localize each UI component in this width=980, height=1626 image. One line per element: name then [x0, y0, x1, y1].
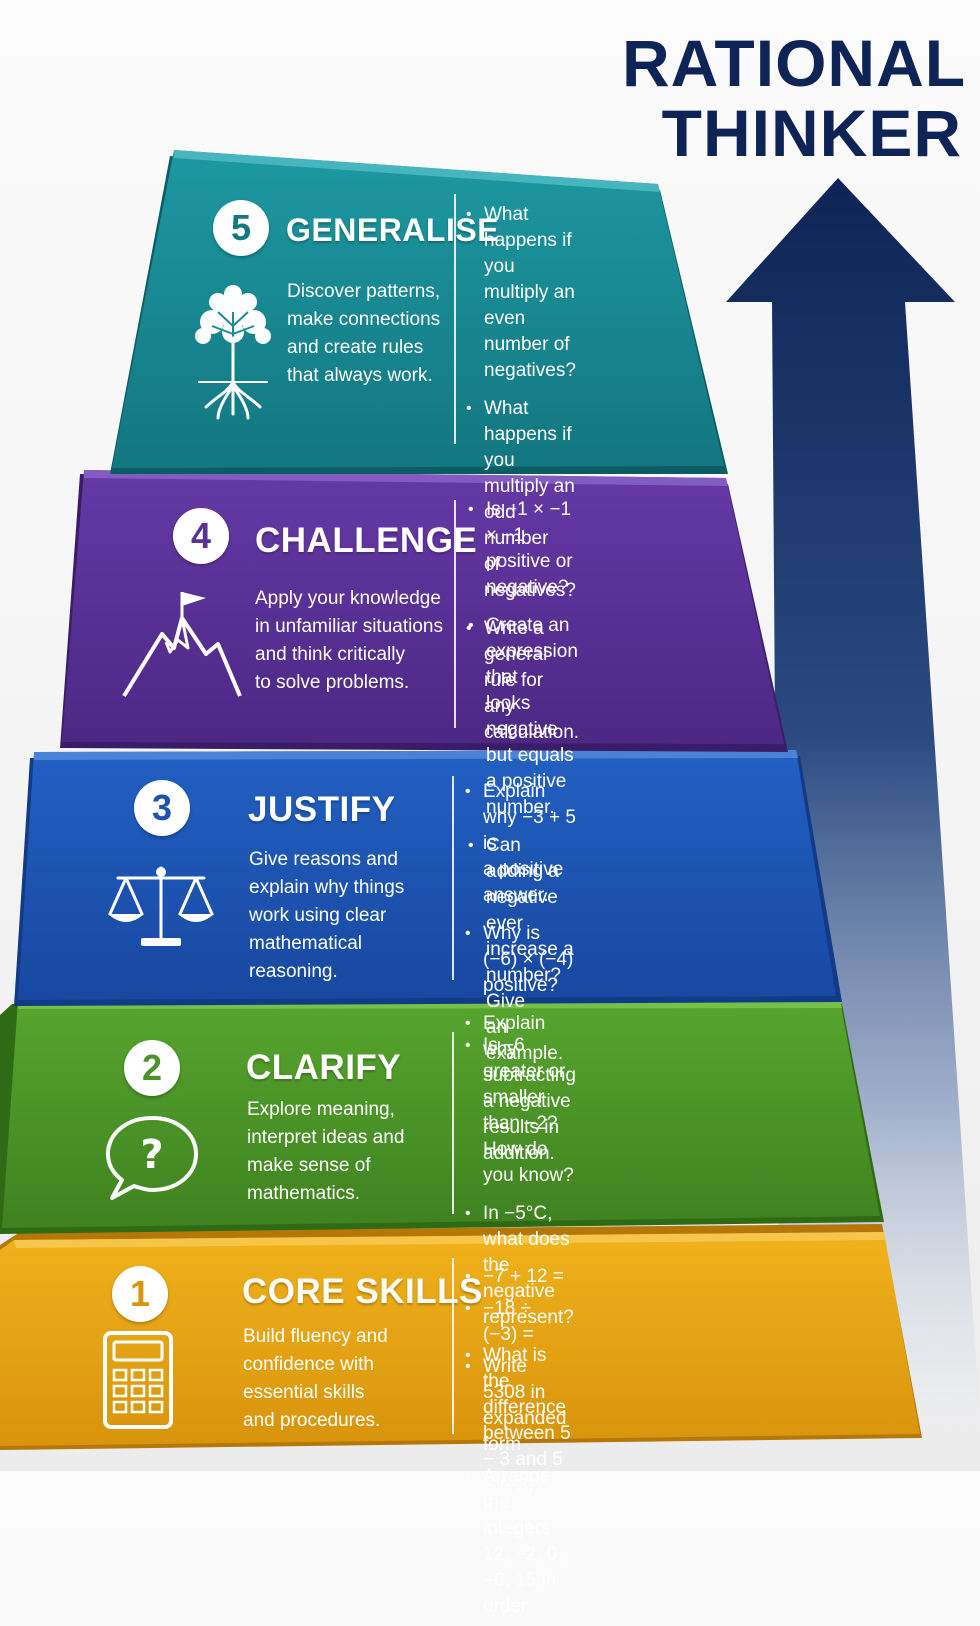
- question-item: −7 + 12 =: [465, 1264, 566, 1290]
- tier-number-4: 4: [173, 508, 229, 564]
- question-item: What happens if you multiply an even num…: [466, 202, 579, 384]
- tier-title-core-skills: CORE SKILLS: [242, 1272, 483, 1311]
- tier-title-generalise: GENERALISE: [286, 212, 500, 248]
- desc-line: and procedures.: [243, 1410, 381, 1431]
- tier-description-core-skills: Build fluency and confidence with essent…: [243, 1323, 388, 1435]
- tier-4-block: [60, 470, 788, 752]
- page-title: RATIONAL THINKER: [622, 26, 967, 170]
- desc-line: Apply your knowledge: [255, 588, 441, 609]
- tier-title-clarify: CLARIFY: [246, 1048, 402, 1087]
- balance-scale-icon: [108, 866, 214, 946]
- tier-divider: [452, 776, 454, 980]
- desc-line: that always work.: [287, 365, 433, 386]
- tier-description-clarify: Explore meaning, interpret ideas and mak…: [247, 1096, 404, 1208]
- desc-line: mathematics.: [247, 1183, 360, 1204]
- title-line-1: RATIONAL: [622, 26, 967, 100]
- question-item: Write 5308 in expanded form: [465, 1354, 566, 1458]
- tier-title-justify: JUSTIFY: [248, 790, 396, 829]
- desc-line: Give reasons and: [249, 849, 398, 870]
- question-item: −18 ÷ (−3) =: [465, 1296, 566, 1348]
- question-item: Is −6 greater or smaller than −2? How do…: [465, 1033, 574, 1189]
- question-item: Arrange the integers 12, −2, 0, −6, 15 i…: [465, 1464, 566, 1620]
- desc-line: Build fluency and: [243, 1326, 388, 1347]
- mountain-flag-icon: [122, 592, 242, 698]
- question-speech-bubble-icon: ?: [106, 1116, 198, 1200]
- question-list-core-skills: −7 + 12 = −18 ÷ (−3) = Write 5308 in exp…: [465, 1264, 566, 1626]
- tier-number-2: 2: [124, 1040, 180, 1096]
- desc-line: explain why things: [249, 877, 405, 898]
- desc-line: make connections: [287, 309, 441, 330]
- desc-line: and think critically: [255, 644, 405, 665]
- tier-number-1: 1: [112, 1266, 168, 1322]
- tier-title-challenge: CHALLENGE: [255, 521, 478, 560]
- tier-number-3: 3: [134, 780, 190, 836]
- tier-description-justify: Give reasons and explain why things work…: [249, 846, 404, 986]
- desc-line: work using clear: [249, 905, 387, 926]
- tier-3-block: [14, 750, 842, 1006]
- desc-line: Explore meaning,: [247, 1099, 395, 1120]
- desc-line: in unfamiliar situations: [255, 616, 443, 637]
- question-item: Why is (−6) × (−4) positive?: [465, 921, 576, 999]
- desc-line: Discover patterns,: [287, 281, 441, 302]
- tier-description-generalise: Discover patterns, make connections and …: [287, 278, 440, 390]
- tier-number-5: 5: [213, 200, 269, 256]
- desc-line: confidence with: [243, 1354, 374, 1375]
- svg-text:?: ?: [140, 1132, 163, 1178]
- calculator-icon: [103, 1331, 173, 1429]
- desc-line: to solve problems.: [255, 672, 410, 693]
- desc-line: interpret ideas and: [247, 1127, 405, 1148]
- desc-line: and create rules: [287, 337, 424, 358]
- desc-line: essential skills: [243, 1382, 365, 1403]
- desc-line: reasoning.: [249, 961, 338, 982]
- question-item: Is −1 × −1 × −1 positive or negative?: [468, 497, 578, 601]
- tier-description-challenge: Apply your knowledge in unfamiliar situa…: [255, 585, 443, 697]
- title-line-2: THINKER: [661, 96, 962, 170]
- tier-divider: [454, 194, 456, 444]
- tier-1-block: [0, 1224, 922, 1450]
- question-item: Explain why −3 + 5 is a positive answer.: [465, 779, 576, 909]
- tier-divider: [452, 1258, 454, 1434]
- desc-line: make sense of: [247, 1155, 371, 1176]
- tier-divider: [452, 1032, 454, 1214]
- desc-line: mathematical: [249, 933, 362, 954]
- tier-divider: [454, 500, 456, 728]
- tree-icon: [195, 285, 271, 420]
